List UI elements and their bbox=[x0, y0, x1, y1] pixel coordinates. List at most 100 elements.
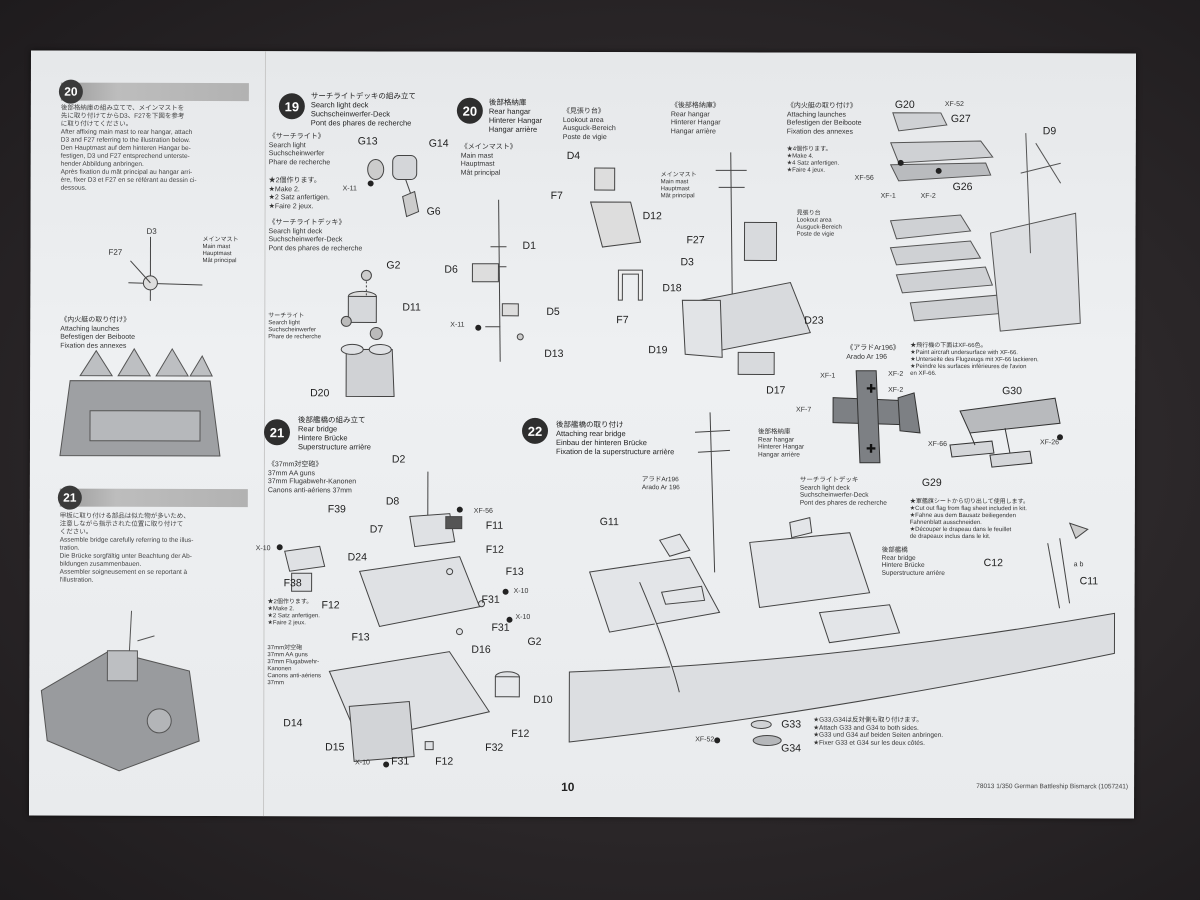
arado-paint-note: ★飛行機の下面はXF-66色。 ★Paint aircraft undersur… bbox=[910, 342, 1039, 377]
part-label: XF-2 bbox=[888, 370, 904, 378]
part-label: G2 bbox=[527, 635, 542, 648]
footer-product: 78013 1/350 German Battleship Bismarck (… bbox=[976, 783, 1129, 791]
make-2-note: ★2個作ります。 ★Make 2. ★2 Satz anfertigen. ★F… bbox=[267, 599, 320, 627]
launches-heading: 《内火艇の取り付け》 Attaching launches Befestigen… bbox=[786, 102, 862, 136]
part-label: F7 bbox=[550, 189, 563, 202]
searchlight-label: サーチライト Search light Suchscheinwerfer Pha… bbox=[268, 313, 321, 341]
part-label: F38 bbox=[283, 577, 302, 590]
lookout-heading: 《見張り台》 Lookout area Ausguck-Bereich Post… bbox=[562, 107, 616, 141]
searchlight-heading: 《サーチライト》 Search light Suchscheinwerfer P… bbox=[268, 133, 331, 166]
part-label: X-11 bbox=[450, 321, 465, 329]
flag-note: ★軍艦旗シートから切り出して使用します。 ★Cut out flag from … bbox=[909, 498, 1030, 541]
part-label: F12 bbox=[321, 599, 340, 612]
part-label: XF-66 bbox=[927, 440, 948, 448]
part-label: D19 bbox=[648, 344, 668, 357]
step-22-badge: 22 bbox=[521, 417, 549, 444]
assembly-diagrams: ✚ ✚ bbox=[40, 112, 1116, 772]
part-label: C11 bbox=[1079, 575, 1099, 588]
part-label: D1 bbox=[522, 239, 536, 252]
rear-hangar-heading: 《後部格納庫》 Rear hangar Hinterer Hangar Hang… bbox=[670, 102, 721, 135]
step-20-title: 後部格納庫 Rear hangar Hinterer Hangar Hangar… bbox=[488, 97, 543, 134]
part-label: XF-52 bbox=[695, 736, 715, 744]
part-label: D11 bbox=[402, 301, 421, 314]
part-label: XF-1 bbox=[880, 192, 896, 200]
part-label: X-11 bbox=[342, 185, 357, 193]
part-label: G14 bbox=[428, 137, 449, 150]
part-label: F13 bbox=[505, 565, 524, 578]
part-label: F32 bbox=[485, 741, 504, 754]
part-label: XF-52 bbox=[944, 100, 964, 108]
make-4-note: ★4個作ります。 ★Make 4. ★4 Satz anfertigen. ★F… bbox=[786, 146, 840, 174]
step-22-title: 後部艦橋の取り付け Attaching rear bridge Einbau d… bbox=[555, 419, 675, 457]
arado-side-drawing bbox=[949, 397, 1061, 468]
part-label: D4 bbox=[566, 149, 581, 162]
rear-hangar-label: 後部格納庫 Rear hangar Hinterer Hangar Hangar… bbox=[757, 428, 805, 459]
part-label: G11 bbox=[599, 516, 619, 529]
part-label: a b bbox=[1073, 561, 1084, 569]
part-label: G30 bbox=[1002, 385, 1022, 398]
part-label: F12 bbox=[511, 727, 530, 740]
rear-bridge-label: 後部艦橋 Rear bridge Hintere Brücke Superstr… bbox=[881, 546, 945, 577]
part-label: D15 bbox=[325, 741, 345, 754]
arado-heading: 《アラドAr196》 Arado Ar 196 bbox=[846, 344, 900, 361]
part-label: G27 bbox=[950, 112, 971, 126]
page-number: 10 bbox=[561, 779, 575, 794]
part-label: D8 bbox=[385, 495, 400, 508]
main-mast-label: メインマスト Main mast Hauptmast Mât principal bbox=[660, 172, 697, 200]
part-label: XF-26 bbox=[1039, 439, 1060, 447]
step-21-badge: 21 bbox=[263, 419, 291, 446]
part-label: D20 bbox=[310, 387, 330, 400]
bridge-assembly-drawing bbox=[284, 471, 520, 762]
searchlight-drawing bbox=[367, 155, 420, 218]
part-label: G33 bbox=[781, 718, 802, 731]
part-label: G20 bbox=[894, 98, 915, 111]
part-label: G26 bbox=[952, 180, 973, 194]
arado-label: アラドAr196 Arado Ar 196 bbox=[641, 476, 680, 491]
lookout-label: 見張り台 Lookout area Ausguck-Bereich Poste … bbox=[796, 210, 842, 238]
part-label: XF-56 bbox=[854, 174, 874, 182]
ship-hull-drawing bbox=[568, 412, 1116, 746]
instruction-sheet: 20 後部格納庫の組み立てで、メインマストを 先に取り付けてからD3、F27を下… bbox=[29, 50, 1136, 819]
part-label: F12 bbox=[485, 543, 504, 556]
make-2-note: ★2個作ります。 ★Make 2. ★2 Satz anfertigen. ★F… bbox=[268, 177, 330, 210]
part-label: G6 bbox=[426, 205, 441, 218]
part-label: D13 bbox=[544, 347, 564, 360]
part-label: D16 bbox=[471, 643, 491, 656]
part-label: F13 bbox=[351, 631, 370, 644]
part-label: F12 bbox=[435, 755, 454, 768]
aa-guns-heading: 《37mm対空砲》 37mm AA guns 37mm Flugabwehr-K… bbox=[267, 461, 357, 494]
part-label: D6 bbox=[444, 263, 458, 276]
step-20-badge: 20 bbox=[456, 97, 483, 124]
rear-hangar-drawing bbox=[681, 152, 811, 376]
step-19-badge: 19 bbox=[278, 93, 305, 120]
main-mast-drawing bbox=[471, 199, 524, 362]
part-label: D5 bbox=[546, 305, 560, 318]
lookout-drawing bbox=[589, 167, 643, 301]
part-label: D18 bbox=[662, 282, 682, 295]
part-label: D14 bbox=[283, 717, 303, 730]
step-21-title: 後部艦橋の組み立て Rear bridge Hintere Brücke Sup… bbox=[297, 415, 371, 452]
part-label: D2 bbox=[391, 453, 406, 466]
part-label: XF-1 bbox=[820, 372, 836, 380]
part-label: D9 bbox=[1042, 125, 1057, 138]
part-label: G13 bbox=[357, 135, 378, 148]
part-label: XF-7 bbox=[796, 406, 812, 414]
part-label: F31 bbox=[391, 755, 410, 768]
g33-note: ★G33,G34は反対側も取り付けます。 ★Attach G33 and G34… bbox=[813, 716, 944, 747]
step-19-title: サーチライトデッキの組み立て Search light deck Suchsch… bbox=[310, 91, 416, 128]
part-label: X-10 bbox=[355, 759, 370, 767]
arado-aircraft-drawing: ✚ ✚ bbox=[832, 370, 921, 464]
part-label: D7 bbox=[369, 523, 384, 536]
part-label: D23 bbox=[804, 314, 824, 327]
part-label: F27 bbox=[686, 234, 705, 247]
hangar-launches-drawing bbox=[59, 347, 221, 457]
rear-bridge-drawing bbox=[40, 610, 200, 772]
part-label: F7 bbox=[616, 314, 629, 327]
part-label: C12 bbox=[983, 557, 1003, 570]
mast-detail-drawing bbox=[128, 236, 203, 301]
part-label: D3 bbox=[680, 256, 694, 269]
paint-markers bbox=[276, 159, 1063, 768]
part-label: X-10 bbox=[513, 587, 529, 595]
part-label: XF-2 bbox=[888, 386, 904, 394]
part-label: XF-2 bbox=[920, 192, 936, 200]
